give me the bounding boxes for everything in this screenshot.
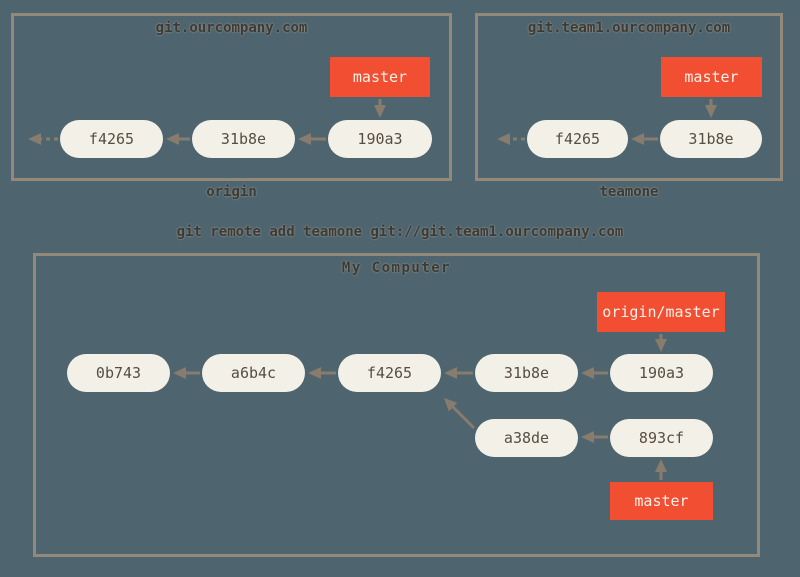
remote-origin-box: git.ourcompany.com bbox=[11, 13, 452, 181]
remote-teamone-box: git.team1.ourcompany.com bbox=[475, 13, 783, 181]
branch-pointer-local-origin-master: origin/master bbox=[597, 292, 725, 332]
local-computer-box: My Computer bbox=[33, 253, 760, 557]
local-computer-title: My Computer bbox=[341, 260, 452, 276]
commit-node-190a3-origin: 190a3 bbox=[328, 120, 432, 158]
commit-node-0b743-local: 0b743 bbox=[67, 354, 170, 392]
remote-teamone-title: git.team1.ourcompany.com bbox=[527, 20, 731, 36]
branch-label: origin/master bbox=[602, 303, 720, 321]
branch-label: master bbox=[634, 492, 689, 510]
branch-label: master bbox=[684, 68, 739, 86]
branch-label: master bbox=[352, 68, 408, 86]
branch-pointer-local-master: master bbox=[610, 482, 713, 520]
branch-pointer-teamone-master: master bbox=[661, 57, 762, 97]
commit-node-a38de-local: a38de bbox=[475, 419, 578, 457]
commit-node-31b8e-local: 31b8e bbox=[475, 354, 578, 392]
git-command-text: git remote add teamone git://git.team1.o… bbox=[176, 224, 624, 240]
commit-node-893cf-local: 893cf bbox=[610, 419, 713, 457]
commit-node-a6b4c-local: a6b4c bbox=[202, 354, 305, 392]
commit-node-f4265-origin: f4265 bbox=[60, 120, 163, 158]
commit-node-31b8e-teamone: 31b8e bbox=[660, 120, 762, 158]
remote-origin-label: origin bbox=[206, 184, 257, 200]
commit-node-f4265-local: f4265 bbox=[338, 354, 441, 392]
remote-teamone-label: teamone bbox=[599, 184, 659, 200]
commit-node-190a3-local: 190a3 bbox=[610, 354, 713, 392]
commit-node-f4265-teamone: f4265 bbox=[527, 120, 628, 158]
commit-node-31b8e-origin: 31b8e bbox=[192, 120, 295, 158]
branch-pointer-origin-master: master bbox=[330, 57, 430, 97]
remote-origin-title: git.ourcompany.com bbox=[155, 20, 308, 36]
